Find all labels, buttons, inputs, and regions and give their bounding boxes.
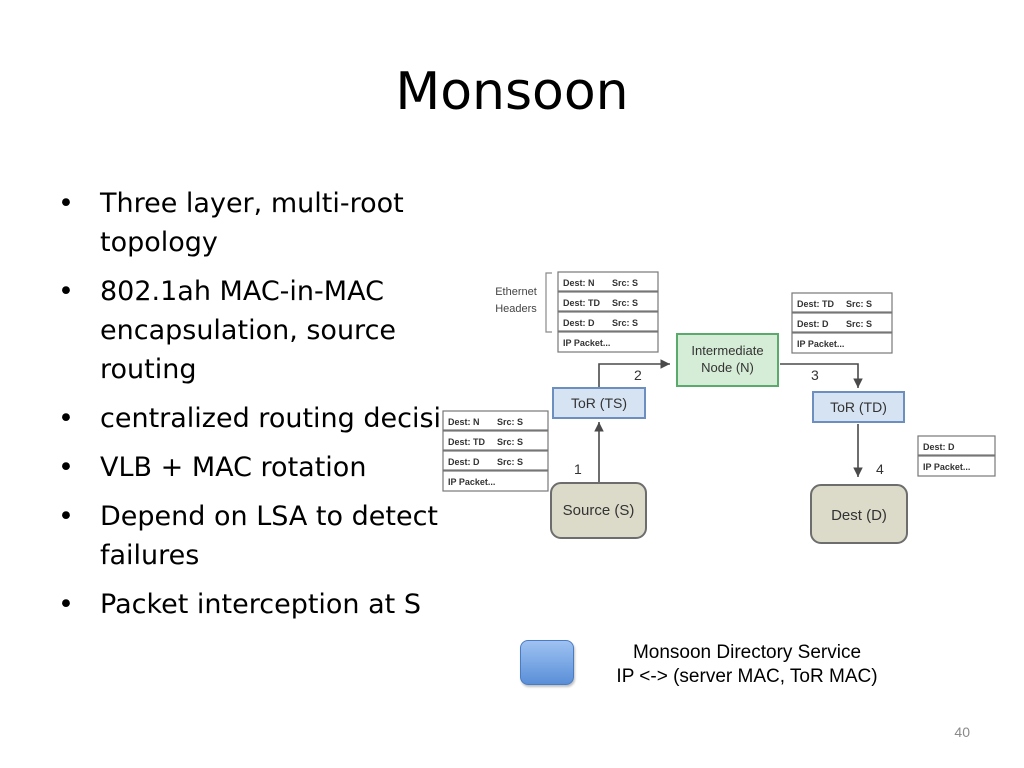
ethernet-headers-label: Headers	[495, 303, 537, 315]
intermediate-node-box	[676, 333, 779, 387]
header-src: Src: S	[846, 299, 872, 309]
header-src: Src: S	[612, 278, 638, 288]
bullet-text: Depend on LSA to detect failures	[100, 501, 439, 571]
bullet-item: •centralized routing decision	[58, 403, 475, 434]
header-dest: Dest: D	[923, 442, 955, 452]
header-dest: Dest: TD	[448, 437, 486, 447]
header-dest: Dest: TD	[563, 298, 601, 308]
packet-stack-dest: Dest: D IP Packet...	[917, 435, 996, 477]
payload-label: IP Packet...	[797, 339, 844, 349]
source-host-label: Source (S)	[563, 502, 635, 519]
dest-host-box	[810, 484, 908, 544]
intermediate-node-label: Intermediate	[691, 343, 763, 358]
packet-stack-node: Dest: TD Src: S Dest: D Src: S IP Packet…	[791, 292, 893, 354]
header-dest: Dest: TD	[797, 299, 835, 309]
header-src: Src: S	[497, 457, 523, 467]
bullet-item: •VLB + MAC rotation	[58, 452, 367, 483]
packet-stack-tor-ts: Dest: N Src: S Dest: TD Src: S Dest: D S…	[557, 271, 659, 353]
arrow-tor-ts-to-node	[598, 359, 670, 388]
source-host-box	[550, 482, 647, 539]
bullet-text: Three layer, multi-root topology	[100, 188, 404, 258]
bullet-item: •802.1ah MAC-in-MAC encapsulation, sourc…	[58, 276, 397, 385]
dest-host-label: Dest (D)	[831, 507, 887, 524]
bullet-text: centralized routing decision	[100, 403, 475, 434]
header-dest: Dest: D	[797, 319, 829, 329]
headers-brace	[545, 272, 552, 333]
header-src: Src: S	[497, 437, 523, 447]
tor-td-box	[812, 391, 905, 423]
step-label: 4	[876, 461, 884, 477]
intermediate-node-label: Node (N)	[701, 360, 754, 375]
bullet-list: •Three layer, multi-root topology •802.1…	[58, 184, 498, 634]
bullet-item: •Packet interception at S	[58, 589, 421, 620]
bullet-text: Packet interception at S	[100, 589, 421, 620]
bullet-text: 802.1ah MAC-in-MAC encapsulation, source…	[100, 276, 397, 385]
bullet-text: VLB + MAC rotation	[100, 452, 367, 483]
arrow-node-to-tor-td	[780, 363, 863, 388]
bullet-item: •Depend on LSA to detect failures	[58, 501, 439, 571]
header-src: Src: S	[497, 417, 523, 427]
directory-service-legend: Monsoon Directory Service IP <-> (server…	[582, 641, 912, 689]
tor-ts-box	[552, 387, 646, 419]
header-src: Src: S	[612, 298, 638, 308]
header-dest: Dest: D	[448, 457, 480, 467]
legend-line: Monsoon Directory Service	[632, 642, 862, 663]
header-dest: Dest: N	[563, 278, 595, 288]
header-dest: Dest: D	[563, 318, 595, 328]
tor-td-label: ToR (TD)	[830, 399, 887, 415]
header-src: Src: S	[846, 319, 872, 329]
slide-title: Monsoon	[395, 62, 629, 122]
bullet-item: •Three layer, multi-root topology	[58, 188, 404, 258]
step-label: 1	[574, 461, 582, 477]
step-label: 3	[811, 367, 819, 383]
payload-label: IP Packet...	[563, 338, 610, 348]
step-label: 2	[634, 367, 642, 383]
directory-service-legend-swatch	[520, 640, 574, 685]
tor-ts-label: ToR (TS)	[571, 395, 627, 411]
ethernet-headers-label: Ethernet	[495, 286, 537, 298]
header-dest: Dest: N	[448, 417, 480, 427]
payload-label: IP Packet...	[923, 462, 970, 472]
packet-stack-source: Dest: N Src: S Dest: TD Src: S Dest: D S…	[442, 410, 549, 492]
payload-label: IP Packet...	[448, 477, 495, 487]
header-src: Src: S	[612, 318, 638, 328]
page-number: 40	[954, 724, 970, 740]
legend-line: IP <-> (server MAC, ToR MAC)	[616, 666, 878, 687]
